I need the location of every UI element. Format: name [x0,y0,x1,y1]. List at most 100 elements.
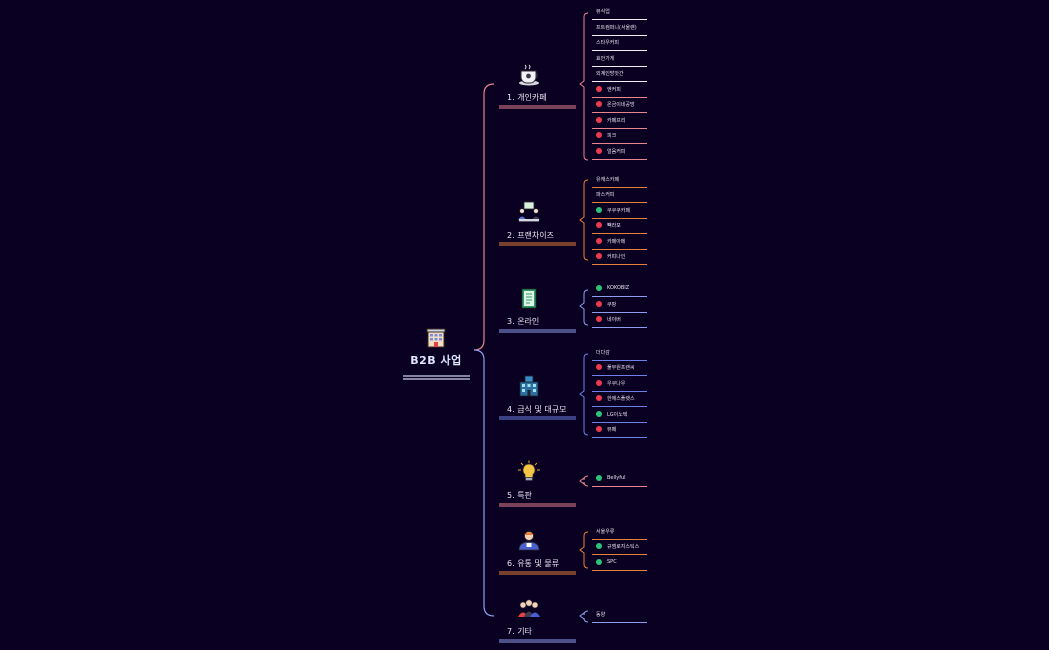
leaf-item[interactable]: 풀무원프랜씨 [592,361,647,376]
coffee-cup-icon [519,64,539,86]
root-node[interactable]: B2B 사업 [400,326,472,368]
status-dot-green [596,207,602,213]
lightbulb-icon [518,460,540,481]
document-icon [521,288,537,309]
branch-label: 3. 온라인 [507,317,540,326]
status-dot-red [596,132,602,138]
meeting-icon [518,201,540,222]
leaf-underline [592,35,647,36]
leaf-item[interactable]: Bellyful [592,472,647,487]
leaf-underline [592,97,647,98]
leaf-item[interactable]: LG이노텍 [592,408,647,423]
leaf-item[interactable]: 카페아메 [592,235,647,250]
leaf-underline [592,554,647,555]
leaf-item[interactable]: 커피나인 [592,250,647,265]
leaf-item[interactable]: 유캐스카페 [592,173,647,188]
branch-distribution[interactable]: 6. 유통 및 물류 [499,527,577,577]
status-dot-green [596,285,602,291]
delivery-person-icon [518,531,540,551]
leaf-item[interactable]: 쿠쿠쿠카페 [592,204,647,219]
leaf-underline [592,50,647,51]
branch-label: 6. 유통 및 물류 [507,559,560,568]
leaf-underline [592,312,647,313]
leaf-item[interactable]: 동양 [592,608,647,623]
leaf-item[interactable]: 프트컴퍼니(서울랜) [592,21,647,36]
status-dot-red [596,238,602,244]
leaf-item[interactable]: 카페프리 [592,114,647,129]
branch-etc[interactable]: 7. 기타 [499,596,577,646]
leaf-underline [592,81,647,82]
leaf-underline [592,570,647,571]
branch-label: 2. 프랜차이즈 [507,231,554,240]
leaf-item[interactable]: KOKOBIZ [592,282,647,297]
branch-special-sales[interactable]: 5. 특판 [499,459,577,509]
leaf-item[interactable]: 규엠로지스틱스 [592,540,647,555]
leaf-underline [592,128,647,129]
leaf-item[interactable]: 뷰페 [592,423,647,438]
leaf-underline [592,375,647,376]
leaf-item[interactable]: 피크 [592,129,647,144]
people-icon [518,599,540,617]
leaf-item[interactable]: 뷰식업 [592,5,647,20]
status-dot-red [596,222,602,228]
status-dot-green [596,543,602,549]
status-dot-green [596,475,602,481]
branch-franchise[interactable]: 2. 프랜차이즈 [499,198,577,248]
leaf-item[interactable]: 파스커피 [592,188,647,203]
leaf-underline [592,112,647,113]
leaf-item[interactable]: 한에스플랫스 [592,392,647,407]
leaf-underline [592,296,647,297]
leaf-item[interactable]: 네이버 [592,313,647,328]
leaf-item[interactable]: 스타우커피 [592,36,647,51]
leaf-item[interactable]: 서울우류 [592,525,647,540]
branch-label: 4. 급식 및 대규모 [507,405,567,414]
leaf-underline [592,159,647,160]
leaf-underline [592,391,647,392]
status-dot-red [596,426,602,432]
leaf-underline [592,406,647,407]
leaf-item[interactable]: 우쿠나우 [592,377,647,392]
leaf-underline [592,486,647,487]
leaf-item[interactable]: 쿠팡 [592,298,647,313]
leaf-item[interactable]: 온금이네공방 [592,98,647,113]
status-dot-red [596,301,602,307]
leaf-underline [592,143,647,144]
leaf-underline [592,539,647,540]
leaf-item[interactable]: 빽라포 [592,219,647,234]
leaf-underline [592,187,647,188]
leaf-item[interactable]: 얼음커피 [592,145,647,160]
branch-label: 5. 특판 [507,491,532,500]
status-dot-red [596,117,602,123]
status-dot-red [596,253,602,259]
branch-label: 7. 기타 [507,627,532,636]
status-dot-green [596,559,602,565]
status-dot-red [596,380,602,386]
status-dot-green [596,411,602,417]
leaf-item[interactable]: 효안가게 [592,52,647,67]
leaf-underline [592,437,647,438]
building-icon [426,328,446,348]
status-dot-red [596,101,602,107]
branch-catering[interactable]: 4. 급식 및 대규모 [499,372,577,422]
status-dot-red [596,86,602,92]
leaf-item[interactable]: 엔커피 [592,83,647,98]
status-dot-red [596,148,602,154]
branch-online[interactable]: 3. 온라인 [499,285,577,335]
leaf-underline [592,66,647,67]
leaf-underline [592,218,647,219]
leaf-underline [592,422,647,423]
leaf-underline [592,202,647,203]
leaf-item[interactable]: SPC [592,556,647,571]
leaf-underline [592,360,647,361]
root-title: B2B 사업 [410,354,462,367]
branch-label: 1. 개인카페 [507,93,547,102]
office-building-icon [519,375,539,397]
status-dot-red [596,395,602,401]
leaf-item[interactable]: 외계인방앗간 [592,67,647,82]
leaf-underline [592,622,647,623]
leaf-underline [592,264,647,265]
leaf-underline [592,249,647,250]
leaf-item[interactable]: 더다감 [592,346,647,361]
branch-personal-cafe[interactable]: 1. 개인카페 [499,60,577,110]
